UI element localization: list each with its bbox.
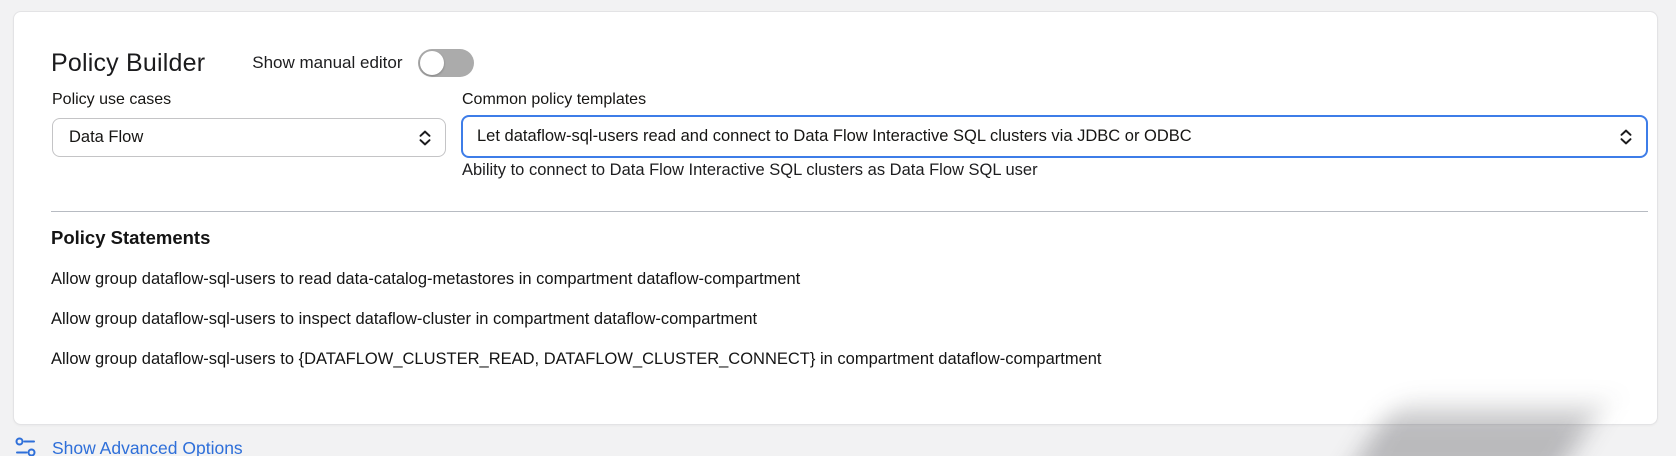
templates-label: Common policy templates <box>462 91 647 108</box>
card-header: Policy Builder Show manual editor <box>51 46 474 80</box>
policy-builder-card: Policy Builder Show manual editor Policy… <box>13 11 1658 425</box>
section-divider <box>51 211 1648 212</box>
show-advanced-options-link[interactable]: Show Advanced Options <box>52 438 243 456</box>
manual-editor-toggle[interactable] <box>417 49 474 77</box>
page-title: Policy Builder <box>51 48 206 77</box>
policy-statements-heading: Policy Statements <box>51 227 211 248</box>
manual-editor-toggle-label: Show manual editor <box>252 53 403 72</box>
policy-statement: Allow group dataflow-sql-users to read d… <box>51 270 801 288</box>
policy-statement: Allow group dataflow-sql-users to {DATAF… <box>51 350 1102 368</box>
advanced-options-row: Show Advanced Options <box>15 437 243 456</box>
template-description: Ability to connect to Data Flow Interact… <box>462 161 1038 179</box>
sliders-icon <box>15 437 36 456</box>
policy-statement: Allow group dataflow-sql-users to inspec… <box>51 310 758 328</box>
policy-template-select[interactable]: Let dataflow-sql-users read and connect … <box>461 115 1648 158</box>
unfold-chevron-icon <box>1618 128 1634 146</box>
unfold-chevron-icon <box>417 129 433 147</box>
policy-template-selected-value: Let dataflow-sql-users read and connect … <box>477 127 1192 145</box>
use-cases-select[interactable]: Data Flow <box>52 118 446 157</box>
use-cases-label: Policy use cases <box>52 91 172 108</box>
toggle-knob <box>419 51 444 75</box>
use-cases-selected-value: Data Flow <box>69 128 144 146</box>
